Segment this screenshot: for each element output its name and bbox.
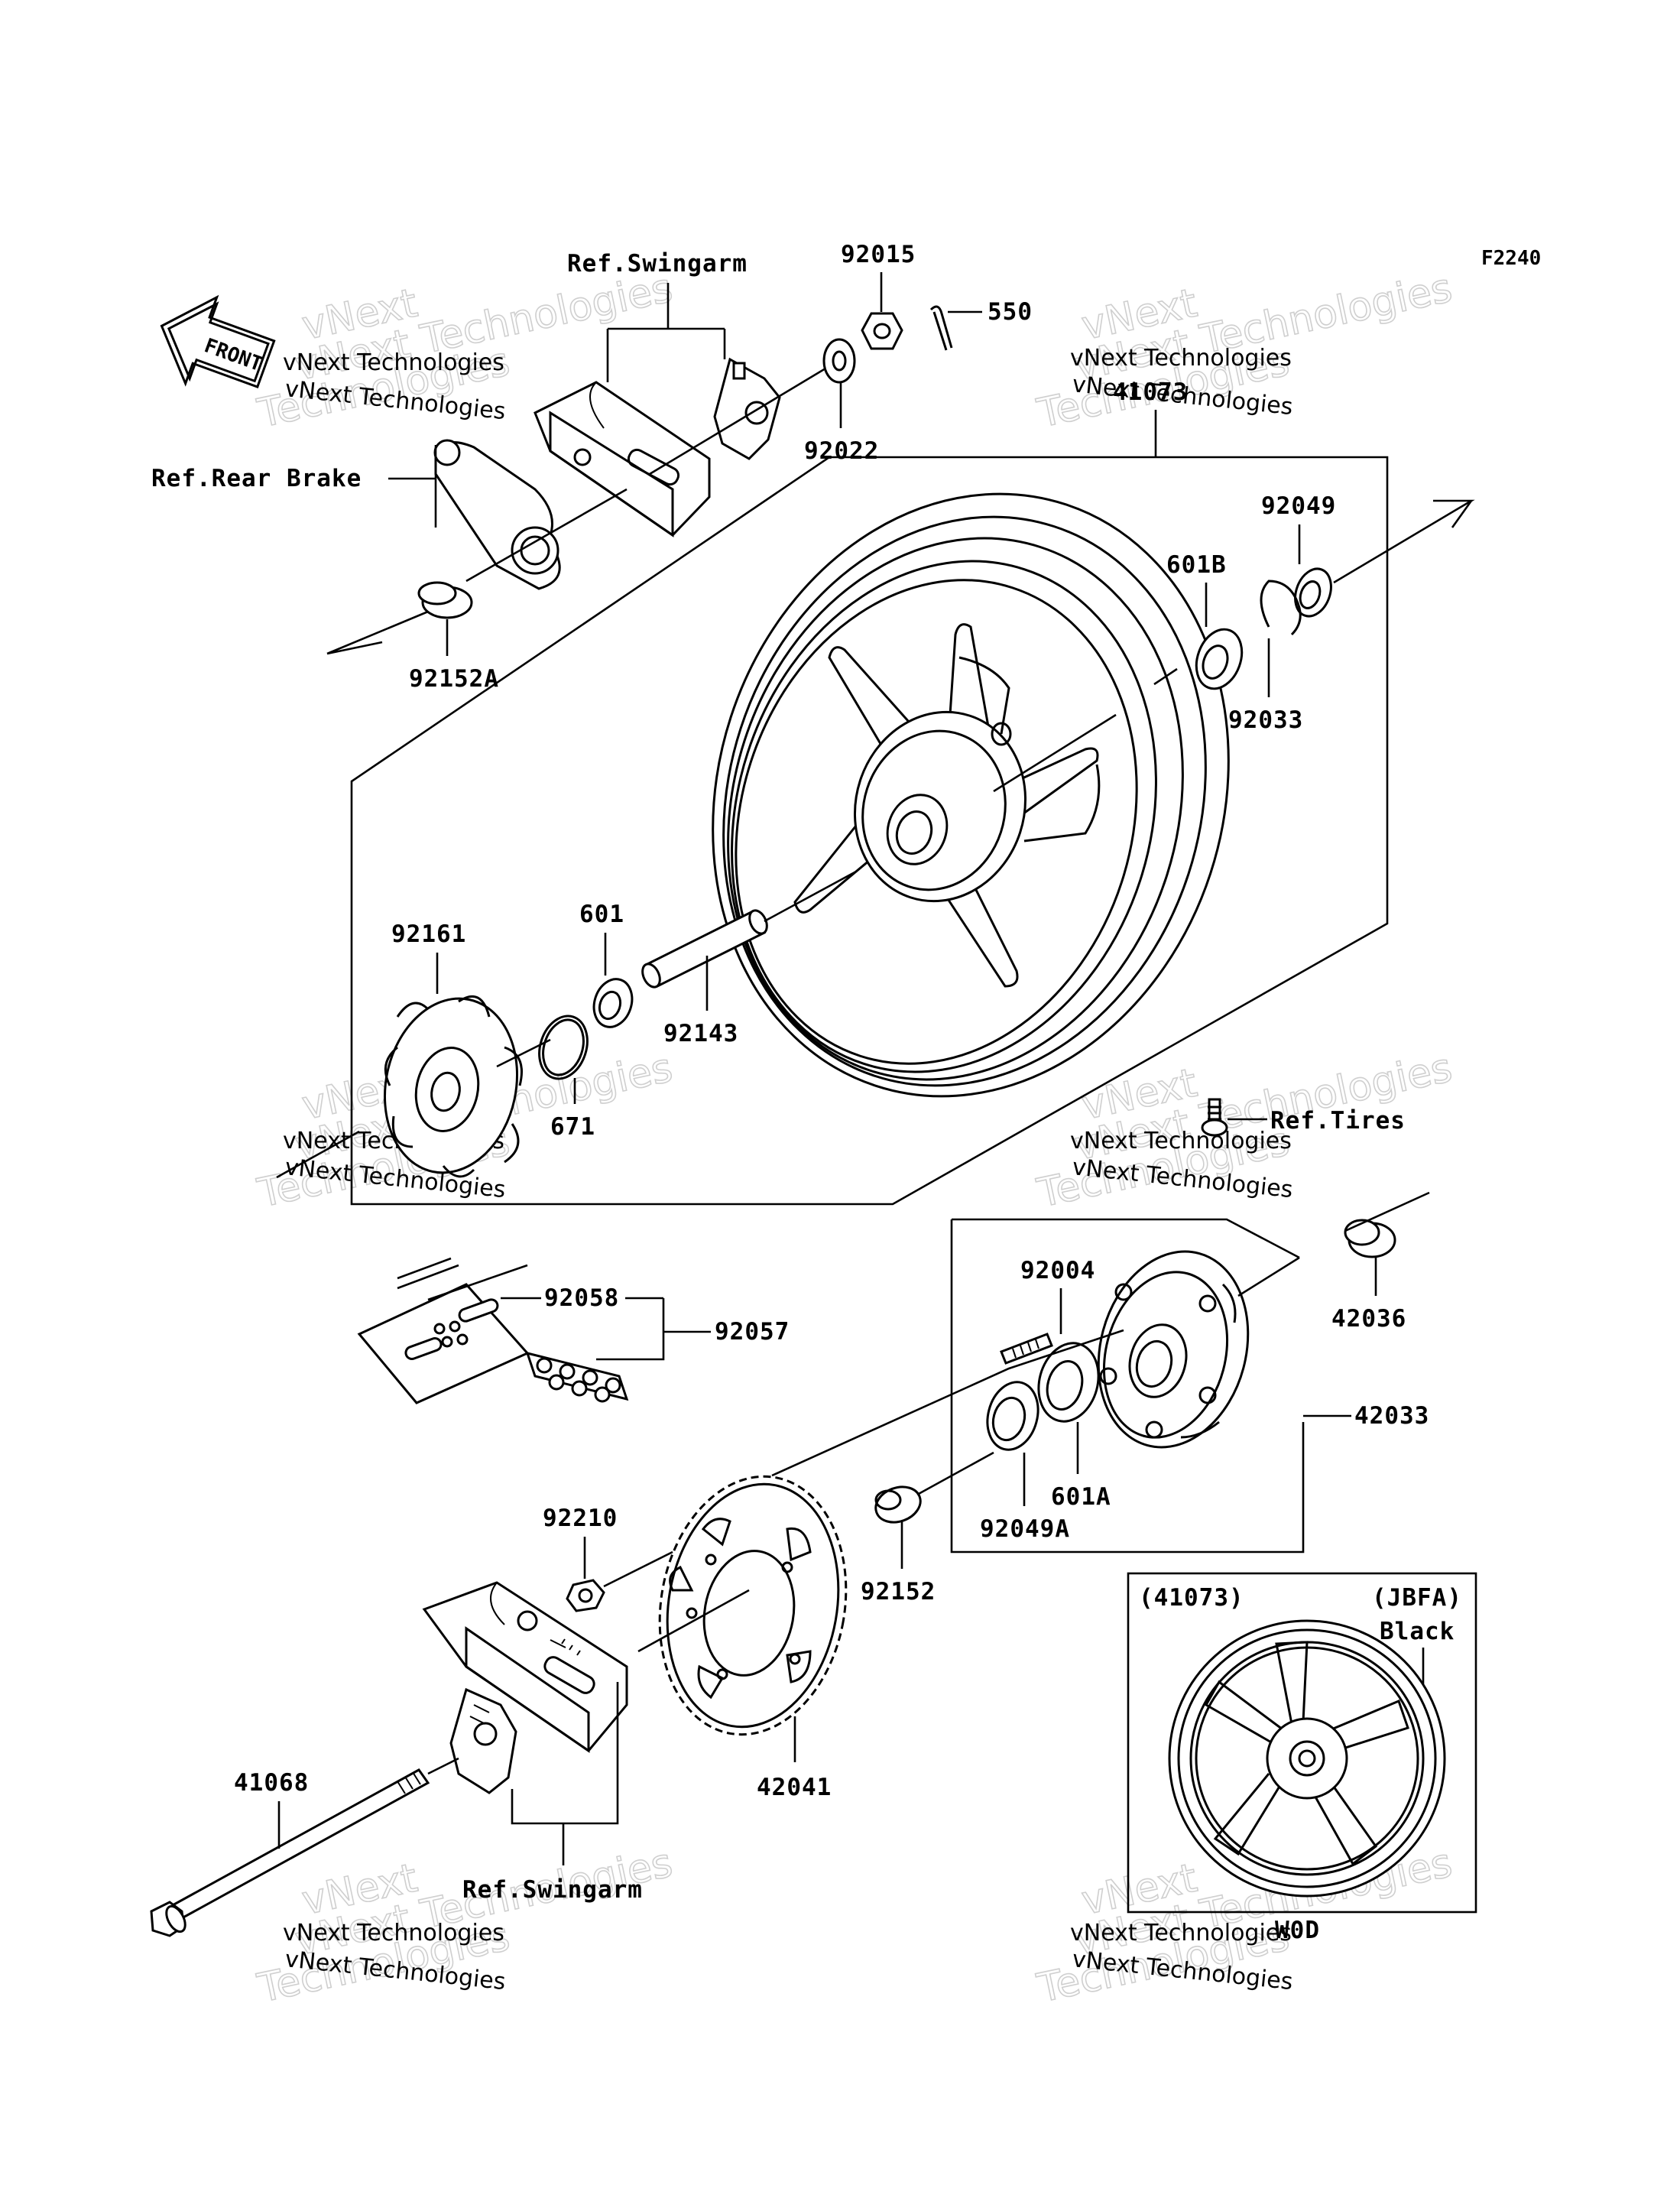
label-92143: 92143	[663, 1020, 738, 1047]
wheel-assembly-outline	[350, 410, 1389, 1206]
part-550-cotter-pin	[929, 305, 953, 351]
label-92152: 92152	[861, 1578, 936, 1605]
rear-wheel-41073	[712, 492, 1230, 1098]
swingarm-end-top	[534, 381, 711, 537]
leader-ref-swingarm-top	[606, 283, 726, 382]
label-42041: 42041	[757, 1774, 832, 1801]
inset-wheel-icon	[1168, 1619, 1446, 1898]
chain-links	[525, 1351, 629, 1403]
inset-color-label: Black	[1380, 1618, 1455, 1645]
label-601A: 601A	[1051, 1483, 1111, 1511]
chain-adjuster-bottom	[449, 1687, 517, 1794]
label-ref-rear-brake: Ref.Rear Brake	[151, 465, 362, 492]
part-92049A-seal	[986, 1381, 1039, 1451]
inset-variant-code: (JBFA)	[1372, 1584, 1462, 1612]
watermark-text: vNext Technologies	[1070, 1920, 1292, 1946]
leader-92152	[900, 1451, 994, 1569]
axle-centerline-left	[326, 610, 429, 655]
label-92057: 92057	[715, 1318, 790, 1346]
leader-ref-swingarm-bottom	[427, 1589, 750, 1865]
axle-centerline-top	[465, 358, 842, 583]
label-92049A: 92049A	[980, 1515, 1070, 1543]
part-42036-collar	[1344, 1219, 1396, 1258]
label-92049: 92049	[1261, 492, 1336, 520]
inset-frame	[1127, 1572, 1477, 1914]
label-ref-swingarm-bottom: Ref.Swingarm	[462, 1876, 643, 1904]
label-41073: 41073	[1113, 378, 1188, 406]
watermark-text: vNext Technologies	[283, 349, 504, 376]
part-41068-axle	[150, 1768, 430, 1937]
swingarm-end-bottom	[422, 1581, 628, 1753]
label-92004: 92004	[1020, 1257, 1095, 1284]
diagram-code: F2240	[1481, 247, 1541, 270]
label-92015: 92015	[841, 241, 916, 268]
part-92049-seal	[1294, 567, 1332, 618]
part-42033-coupling	[1097, 1250, 1250, 1449]
axle-centerline-right	[993, 499, 1475, 793]
part-601-bearing	[592, 978, 634, 1028]
front-arrow-icon: FRONT	[160, 294, 276, 388]
part-92015-nut	[861, 312, 903, 350]
part-601A-bearing	[1037, 1342, 1100, 1423]
label-550: 550	[988, 298, 1033, 326]
label-92161: 92161	[391, 920, 466, 948]
part-92004-stud	[1000, 1333, 1053, 1365]
drive-chain-group	[357, 1257, 629, 1404]
label-671: 671	[550, 1113, 595, 1141]
label-601: 601	[579, 901, 624, 928]
leader-92210	[583, 1537, 673, 1588]
hub-assembly-outline	[950, 1218, 1305, 1554]
leader-92058	[501, 1297, 665, 1361]
part-92022-washer	[822, 338, 856, 384]
inset-footer-code: W0D	[1275, 1917, 1320, 1944]
part-92152A-collar	[417, 581, 473, 619]
label-41068: 41068	[234, 1769, 309, 1797]
part-92152-collar	[874, 1485, 922, 1524]
label-92210: 92210	[543, 1505, 618, 1532]
tire-valve-icon	[1201, 1098, 1228, 1137]
label-92152A: 92152A	[409, 665, 499, 693]
label-92022: 92022	[804, 437, 879, 465]
label-42036: 42036	[1331, 1305, 1406, 1333]
axle-centerline-left-mid	[276, 870, 857, 1179]
watermark-text: vNext Technologies	[283, 1920, 504, 1946]
leader-ref-rear-brake	[388, 445, 437, 528]
watermark-text: vNext Technologies	[1070, 345, 1292, 372]
part-92161-damper	[383, 995, 523, 1178]
label-ref-tires: Ref.Tires	[1270, 1107, 1406, 1135]
brake-bracket	[433, 439, 561, 590]
axle-centerline-hub	[771, 1191, 1430, 1477]
part-92033-circlip	[1260, 580, 1302, 636]
label-92033: 92033	[1228, 706, 1303, 734]
label-92058: 92058	[544, 1284, 619, 1312]
label-42033: 42033	[1354, 1402, 1429, 1430]
part-601B-bearing	[1195, 628, 1244, 690]
label-ref-swingarm-top: Ref.Swingarm	[567, 250, 748, 278]
watermark-text: vNext Technologies	[1070, 1128, 1292, 1154]
inset-part-number: (41073)	[1139, 1584, 1244, 1612]
color-variant-inset: (41073) (JBFA) Black W0D	[1127, 1572, 1477, 1944]
part-92143-collar	[641, 909, 768, 989]
leader-92057	[625, 1297, 711, 1333]
chain-adjuster-top	[713, 357, 781, 460]
label-601B: 601B	[1166, 551, 1227, 579]
part-92058-chain-joint	[404, 1298, 499, 1360]
part-92210-nut	[566, 1579, 605, 1612]
part-42041-sprocket	[658, 1475, 848, 1736]
